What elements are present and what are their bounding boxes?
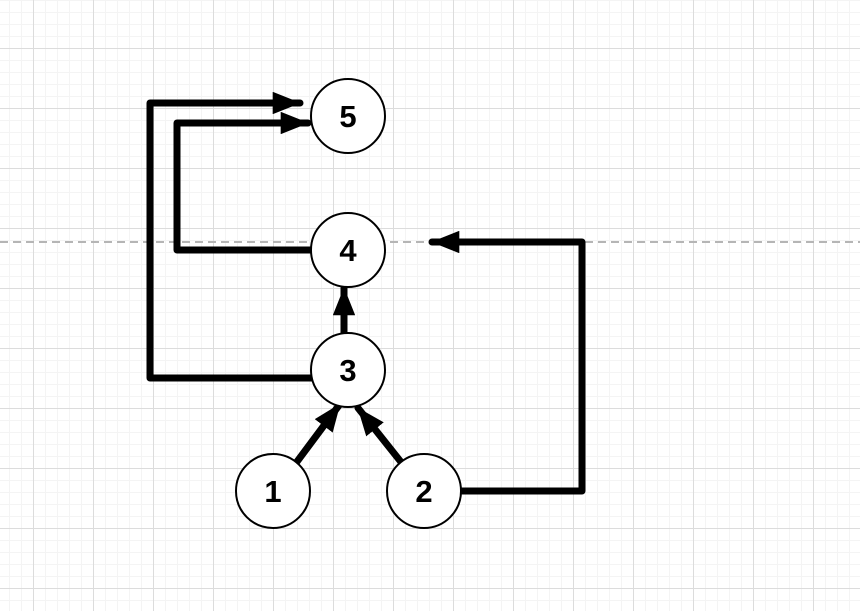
edge-2-to-3[interactable] bbox=[354, 404, 405, 466]
node-4-circle[interactable] bbox=[310, 212, 386, 288]
node-1-label: 1 bbox=[264, 474, 281, 509]
node-5[interactable]: 5 bbox=[310, 78, 386, 154]
edge-3-to-5[interactable] bbox=[146, 91, 316, 382]
node-3-circle[interactable] bbox=[310, 332, 386, 408]
node-5-label: 5 bbox=[339, 99, 356, 134]
node-3-label: 3 bbox=[339, 353, 356, 388]
node-3[interactable]: 3 bbox=[310, 332, 386, 408]
node-2-label: 2 bbox=[415, 474, 432, 509]
node-5-circle[interactable] bbox=[310, 78, 386, 154]
node-4[interactable]: 4 bbox=[310, 212, 386, 288]
node-1[interactable]: 1 bbox=[235, 453, 311, 529]
edge-4-to-5[interactable] bbox=[173, 111, 315, 254]
node-2-circle[interactable] bbox=[386, 453, 462, 529]
node-2[interactable]: 2 bbox=[386, 453, 462, 529]
edge-2-to-4[interactable] bbox=[428, 230, 586, 495]
node-4-label: 4 bbox=[339, 233, 357, 268]
edge-1-to-3[interactable] bbox=[292, 400, 344, 467]
node-1-circle[interactable] bbox=[235, 453, 311, 529]
